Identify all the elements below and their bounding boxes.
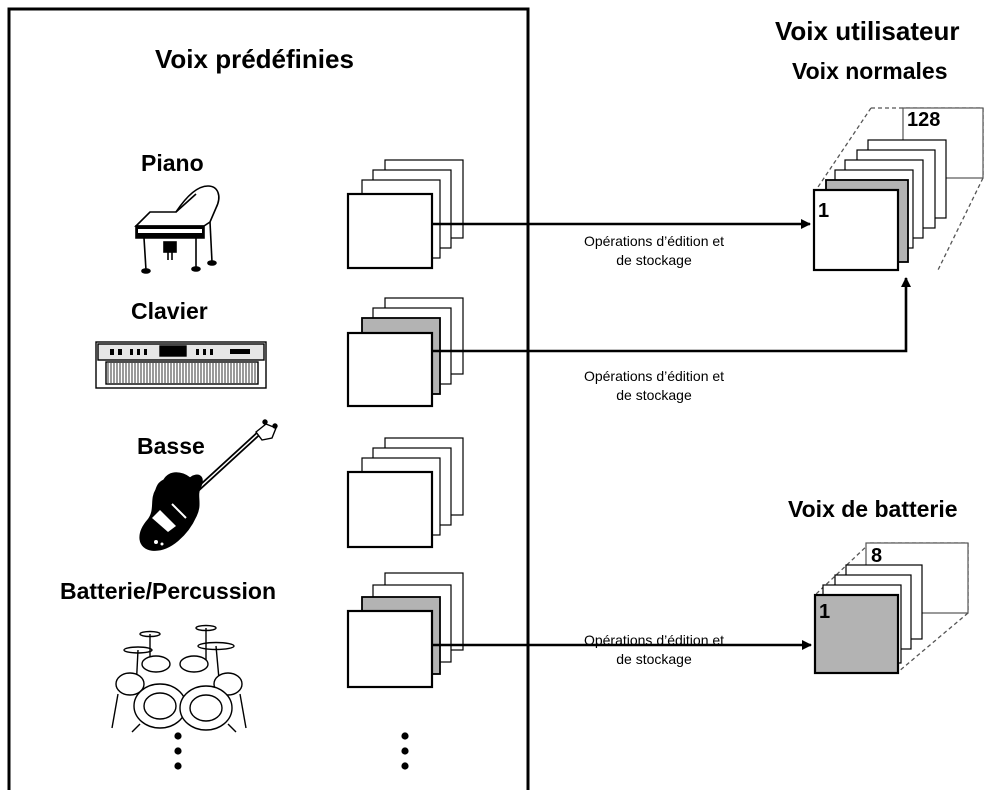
category-label-piano: Piano [141, 150, 204, 176]
card-stack-piano [346, 159, 464, 270]
operation-label-line1: Opérations d’édition et [583, 632, 725, 648]
operation-label-line2: de stockage [616, 252, 692, 268]
user-drum-voices-stack [813, 542, 969, 675]
operation-label-line1: Opérations d’édition et [583, 233, 725, 249]
ellipsis-left [174, 732, 182, 770]
user-voices-title: Voix utilisateur [775, 16, 960, 46]
card-stack-basse [346, 437, 464, 549]
arrow-clavier-to-normal [432, 277, 911, 353]
category-label-basse: Basse [137, 433, 205, 459]
normal-voice-first-number: 1 [818, 200, 830, 222]
grand-piano-icon [134, 185, 220, 274]
keyboard-icon [95, 341, 267, 389]
category-label-clavier: Clavier [131, 298, 208, 324]
keyboard-keys [107, 363, 256, 383]
normal-voices-title: Voix normales [792, 58, 948, 84]
operation-label-line2: de stockage [616, 387, 692, 403]
ellipsis-right [401, 732, 409, 770]
user-normal-voices-stack [812, 107, 984, 272]
preset-voices-frame [7, 7, 530, 790]
operation-label-piano: Opérations d’édition et de stockage [544, 232, 764, 270]
card-stack-clavier [346, 297, 464, 408]
operation-label-line2: de stockage [616, 651, 692, 667]
normal-voice-last-number: 128 [907, 109, 941, 131]
bass-guitar-icon [139, 419, 278, 551]
operation-label-clavier: Opérations d’édition et de stockage [544, 367, 764, 405]
operation-label-batterie: Opérations d’édition et de stockage [544, 631, 764, 669]
drum-kit-icon [111, 624, 247, 733]
preset-voices-title: Voix prédéfinies [155, 44, 354, 74]
category-label-batterie: Batterie/Percussion [60, 578, 277, 604]
card-stack-batterie [346, 572, 464, 689]
drum-voice-first-number: 1 [819, 601, 831, 623]
drum-voices-title: Voix de batterie [788, 496, 958, 522]
operation-label-line1: Opérations d’édition et [583, 368, 725, 384]
drum-voice-last-number: 8 [871, 545, 883, 567]
